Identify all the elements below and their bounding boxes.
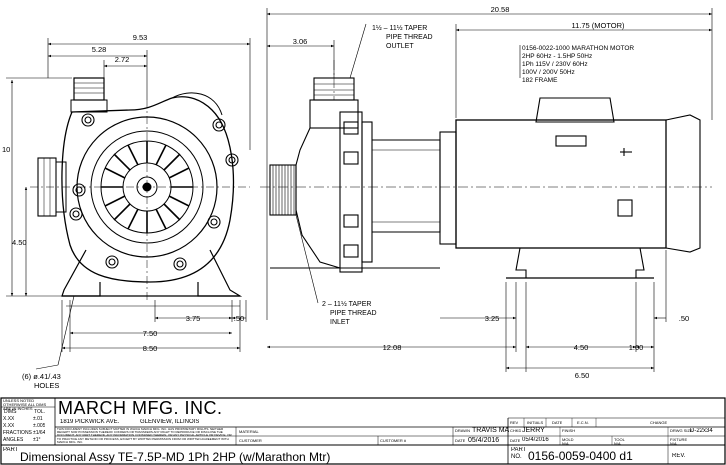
mold-label: MOLD (562, 437, 574, 442)
tol-row-2-val: ±.005 (33, 423, 46, 429)
dim-foot-wide: 7.50 (143, 329, 158, 338)
chkd-label: CHKD (510, 428, 522, 433)
tol-row-3-dim: FRACTIONS (3, 430, 32, 436)
dim-foot-small: 3.75 (186, 314, 201, 323)
side-dimensions (266, 8, 713, 372)
tol-row-4-val: ±1° (33, 437, 41, 443)
dim-motor-foot-spacing: 4.50 (574, 343, 589, 352)
side-view (260, 60, 712, 279)
date-label: DATE (455, 438, 466, 443)
tol-row-4-dim: ANGLES (3, 437, 24, 443)
ecn-header: E.C.N. (577, 420, 589, 425)
change-header: CHANGE (650, 420, 668, 425)
tool-label: TOOL (614, 437, 625, 442)
customer-number-label: CUSTOMER # (380, 438, 407, 443)
callout-outlet-1: 1½ – 11½ TAPER (372, 24, 427, 32)
callout-inlet-2: PIPE THREAD (330, 310, 377, 317)
drwg-size-value: D-22x34 (690, 428, 713, 434)
dim-motor-length: 11.75 (MOTOR) (571, 21, 625, 30)
fixture-value: N/A (670, 441, 677, 446)
customer-label: CUSTOMER (239, 438, 262, 443)
part-number-label: PART NO. (511, 447, 527, 460)
part-label: PART (3, 447, 19, 453)
initials-header: INITIALS (527, 420, 544, 425)
callout-inlet-1: 2 – 11½ TAPER (322, 300, 371, 308)
tol-header: TOL. (34, 409, 46, 415)
company-city: GLENVIEW, ILLINOIS (140, 419, 200, 425)
tool-value: N/A (614, 441, 621, 446)
front-view (30, 77, 250, 300)
motor-spec-4: 100V / 200V 50Hz (522, 69, 575, 76)
rev-header: REV (510, 420, 519, 425)
dim-motor-end: .50 (679, 314, 689, 323)
tol-row-3-val: ±1/64 (33, 430, 46, 436)
chkd-value: JERRY (522, 427, 545, 434)
dim-front-width: 9.53 (133, 33, 148, 42)
dim-front-half: 5.28 (92, 45, 107, 54)
tolerance-note: UNLESS NOTED OTHERWISE ALL DIMS ARE IN I… (3, 399, 47, 411)
dim-motor-base-width: 6.50 (575, 371, 590, 380)
company-address: 1819 PICKWICK AVE. (60, 419, 120, 425)
drawn-label: DRAWN (455, 428, 470, 433)
callout-outlet-2: PIPE THREAD (386, 34, 433, 41)
date-header: DATE (552, 420, 563, 425)
motor-spec-1: 0156-0022-1000 MARATHON MOTOR (522, 45, 634, 52)
motor-spec-5: 182 FRAME (522, 77, 558, 84)
callout-inlet-3: INLET (330, 319, 351, 326)
callout-holes-2: HOLES (34, 381, 59, 390)
front-dimensions (6, 38, 251, 370)
motor-spec-3: 1Ph 115V / 230V 60Hz (522, 61, 588, 68)
callout-outlet-3: OUTLET (386, 43, 414, 50)
dim-motor-foot-offset: 3.25 (485, 314, 500, 323)
dim-outlet-offset: 2.72 (115, 55, 130, 64)
tol-row-2-dim: X.XX (3, 423, 15, 429)
dim-foot-right: .50 (234, 314, 244, 323)
dim-motor-foot-end: 1.00 (629, 343, 644, 352)
rev-label: REV. (672, 453, 686, 459)
drawn-value: TRAVIS MA (472, 427, 510, 434)
dims-header: DIMS (4, 409, 17, 415)
proprietary-notice: THIS DOCUMENT INCLUDES SUBJECT MATTER IN… (57, 428, 232, 444)
dim-height: 10 (2, 145, 10, 154)
material-label: MATERIAL (239, 429, 259, 434)
title-block-grid (0, 397, 726, 465)
tol-row-1-val: ±.01 (33, 416, 43, 422)
chkd-date-label: DATE (510, 438, 521, 443)
dim-pump-base-length: 12.08 (383, 343, 402, 352)
dim-overall-length: 20.58 (491, 5, 510, 14)
motor-spec-2: 2HP 60Hz - 1.5HP 50Hz (522, 53, 592, 60)
company-name: MARCH MFG. INC. (58, 399, 223, 418)
drwg-size-label: DRWG SIZE (670, 428, 693, 433)
mold-value: N/A (562, 441, 569, 446)
finish-label: FINISH (562, 428, 576, 433)
part-description: Dimensional Assy TE-7.5P-MD 1Ph 2HP (w/M… (20, 451, 331, 464)
chkd-date-value: 05/4/2016 (522, 437, 549, 443)
fixture-label: FIXTURE (670, 437, 688, 442)
part-number: 0156-0059-0400 d1 (528, 450, 633, 463)
callout-holes-1: (6) ø.41/.43 (22, 372, 61, 381)
dim-outlet-from-face: 3.06 (293, 37, 308, 46)
date-value: 05/4/2016 (468, 437, 500, 444)
dim-shaft-height: 4.50 (12, 238, 27, 247)
dim-base-width: 8.50 (143, 344, 158, 353)
tol-row-1-dim: X.XX (3, 416, 15, 422)
